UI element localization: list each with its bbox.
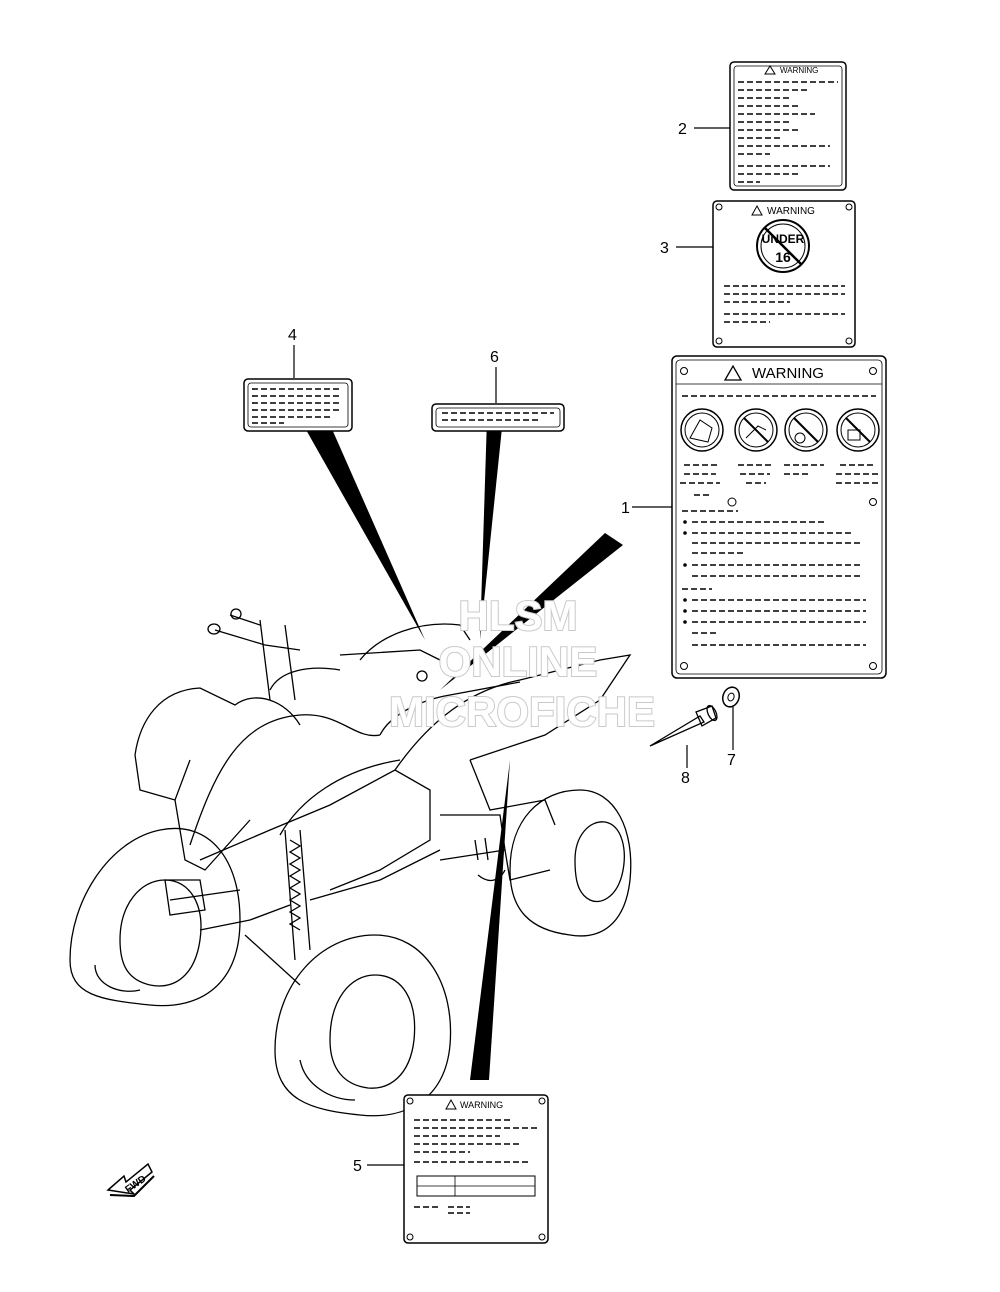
fwd-arrow: FWD (106, 1162, 155, 1198)
under-text: UNDER (762, 232, 805, 246)
label-5-heading: WARNING (460, 1100, 503, 1110)
callout-2: 2 (678, 121, 687, 138)
callout-1: 1 (621, 500, 630, 517)
atv-illustration (69, 608, 632, 1117)
pointer-label-6 (480, 418, 503, 640)
callout-4: 4 (288, 327, 297, 344)
label-1-heading: WARNING (752, 365, 824, 382)
label-4-decal (243, 378, 353, 432)
leader-lines (293, 127, 734, 1166)
label-5-warning-decal: WARNING (403, 1094, 549, 1244)
watermark: HLSM ONLINE MICROFICHE (388, 591, 656, 736)
callout-3: 3 (660, 240, 669, 257)
pointer-label-5 (470, 760, 510, 1080)
label-6-decal (431, 403, 565, 432)
watermark-line2: ONLINE (439, 638, 598, 685)
watermark-line1: HLSM (459, 592, 578, 639)
label-3-heading: WARNING (767, 206, 815, 217)
callout-5: 5 (353, 1158, 362, 1175)
pointer-label-1 (440, 533, 623, 690)
label-2-heading: WARNING (780, 66, 818, 75)
pointer-label-4 (305, 420, 425, 640)
callout-8: 8 (681, 770, 690, 787)
label-1-main-warning-decal: WARNING (671, 355, 887, 679)
callout-numbers: 1 2 3 4 5 6 7 8 (288, 121, 736, 1175)
label-3-age-warning-decal: WARNING UNDER 16 (712, 200, 856, 348)
callout-6: 6 (490, 349, 499, 366)
watermark-line3: MICROFICHE (389, 688, 655, 735)
label-2-warning-decal: WARNING (729, 61, 847, 191)
pictogram-row (680, 408, 880, 452)
part-7-washer (721, 686, 741, 708)
age-text: 16 (775, 249, 791, 265)
part-8-rivet (649, 704, 718, 747)
callout-7: 7 (727, 752, 736, 769)
